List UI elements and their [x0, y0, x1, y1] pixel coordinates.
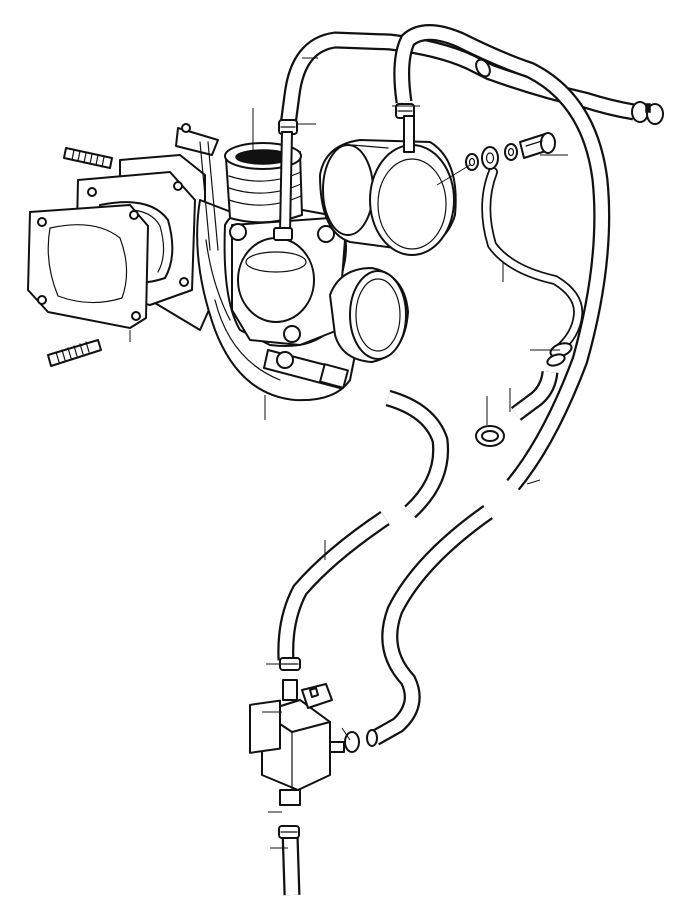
exhaust-manifold-gasket[interactable]	[27, 204, 149, 329]
hose-clamp-valve-top[interactable]	[279, 657, 301, 671]
bracket-top	[175, 123, 219, 251]
sealing-washer-2[interactable]	[504, 143, 518, 161]
bottom-vacuum-hose[interactable]	[281, 831, 301, 896]
intake-connector-pipe[interactable]	[319, 115, 457, 256]
hose-clamp-upper-hose[interactable]	[473, 57, 492, 79]
banjo-bolt[interactable]	[519, 132, 556, 159]
oil-pipe[interactable]	[481, 167, 584, 355]
banjo-fitting[interactable]	[481, 146, 499, 170]
boost-control-valve[interactable]	[249, 679, 345, 806]
actuator-vacuum-nipple[interactable]	[273, 131, 293, 241]
upper-vacuum-hose-right[interactable]	[393, 24, 611, 491]
hose-clamp-valve-side[interactable]	[344, 729, 378, 753]
sealing-washer-1[interactable]	[465, 153, 479, 171]
hose-clamp-valve-bottom[interactable]	[278, 825, 300, 839]
turbocharger	[196, 142, 409, 402]
stud-lower[interactable]	[47, 339, 102, 367]
stud-upper[interactable]	[63, 147, 113, 169]
upper-vacuum-hose-left[interactable]	[279, 31, 636, 127]
wastegate-vacuum-hose-upper[interactable]	[385, 389, 450, 519]
long-vacuum-hose-lower[interactable]	[370, 505, 493, 746]
hose-clamp-far-right[interactable]	[631, 101, 664, 125]
hose-clamp-oil-pipe[interactable]	[546, 341, 574, 368]
wastegate-vacuum-hose-lower[interactable]	[277, 510, 390, 661]
hose-clamp-elbow[interactable]	[475, 425, 505, 447]
leader-lines	[129, 57, 568, 849]
oil-pipe-elbow[interactable]	[510, 370, 559, 421]
